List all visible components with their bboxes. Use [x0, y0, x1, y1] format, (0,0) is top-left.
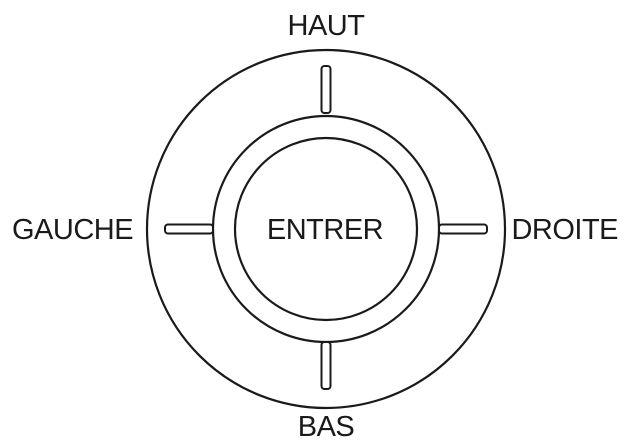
- right-tick: [438, 223, 488, 235]
- outer-ring: [145, 48, 507, 410]
- enter-button[interactable]: [233, 136, 419, 322]
- left-tick: [164, 223, 214, 235]
- label-right: DROITE: [511, 214, 618, 246]
- label-left: GAUCHE: [12, 214, 133, 246]
- down-tick: [320, 341, 332, 390]
- label-enter: ENTRER: [267, 214, 383, 246]
- label-down: BAS: [298, 411, 355, 443]
- label-up: HAUT: [288, 10, 366, 42]
- up-tick: [320, 65, 332, 114]
